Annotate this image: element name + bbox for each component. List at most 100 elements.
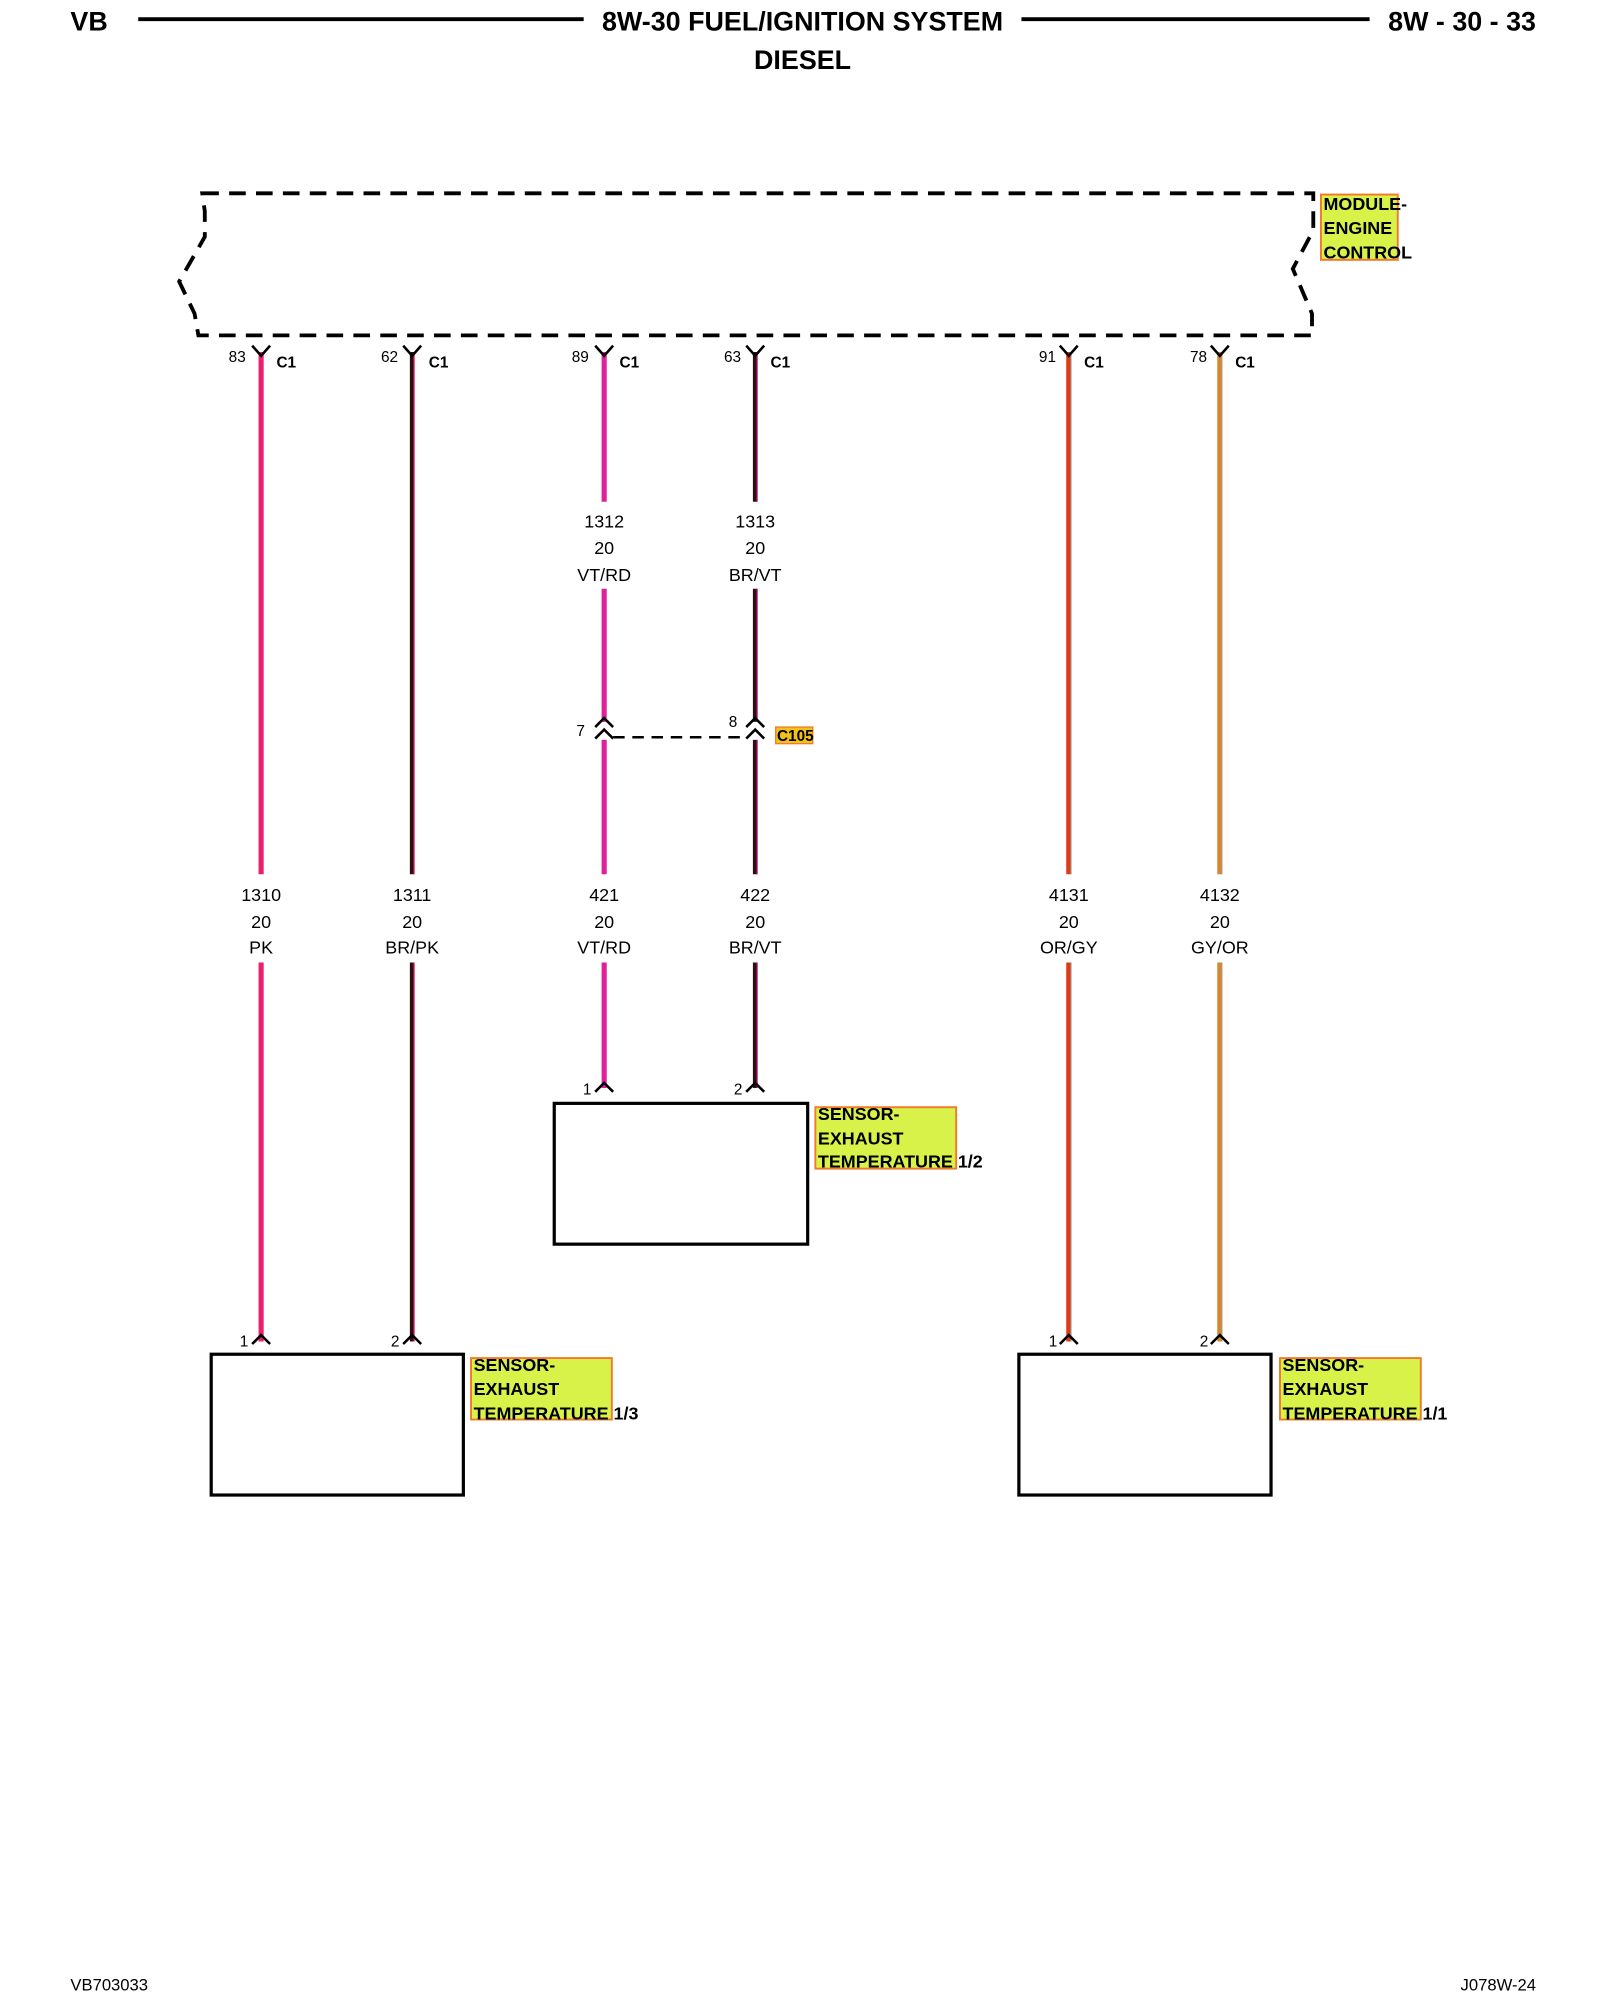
connector-male-icon	[594, 716, 615, 728]
wire-label-1311: 1311 20 BR/PK	[385, 885, 439, 957]
header-subtitle: DIESEL	[754, 45, 851, 75]
module-pin-91: 91 C1	[1039, 344, 1104, 371]
sensor-tag-line-1: SENSOR-	[1283, 1355, 1365, 1375]
wire-label-4132: 4132 20 GY/OR	[1191, 885, 1249, 957]
sensor-exhaust-temperature-1-2: 1 2 SENSOR- EXHAUST TEMPERATURE 1/2	[552, 1081, 983, 1246]
sensor-pin-2: 2	[734, 1081, 743, 1098]
wire-color: OR/GY	[1040, 938, 1098, 958]
wire-gauge: 20	[1210, 912, 1230, 932]
footer-left-code: VB703033	[70, 1975, 148, 1994]
sensor-exhaust-temperature-1-1: 1 2 SENSOR- EXHAUST TEMPERATURE 1/1	[1017, 1333, 1448, 1497]
wire-circuit: 4132	[1200, 885, 1240, 905]
sensor-body	[552, 1101, 810, 1246]
module-tag-line-1: MODULE-	[1324, 194, 1408, 214]
connector-male-icon	[745, 716, 766, 728]
module-pin-number: 78	[1190, 349, 1207, 366]
pin-terminal-icon	[1209, 344, 1230, 358]
c105-tag-box	[775, 726, 814, 745]
module-tag-line-3: CONTROL	[1324, 243, 1413, 263]
wire-circuit: 1313	[735, 511, 775, 531]
module-pin-62: 62 C1	[381, 344, 449, 371]
module-pin-83: 83 C1	[229, 344, 297, 371]
pin-terminal-icon	[745, 1081, 766, 1093]
sensor-body	[209, 1352, 465, 1497]
sensor-tag-line-2: EXHAUST	[1283, 1379, 1369, 1399]
wire-gauge: 20	[594, 912, 614, 932]
sensor-pin-1: 1	[240, 1334, 249, 1351]
pin-terminal-icon	[594, 344, 615, 358]
wire-color: GY/OR	[1191, 938, 1249, 958]
pin-terminal-icon	[1209, 1333, 1230, 1345]
module-pin-63: 63 C1	[724, 344, 791, 371]
module-pin-connector: C1	[620, 354, 640, 371]
module-pin-number: 62	[381, 349, 398, 366]
wire-color: VT/RD	[577, 938, 631, 958]
wire-gauge: 20	[745, 538, 765, 558]
sensor-exhaust-temperature-1-3: 1 2 SENSOR- EXHAUST TEMPERATURE 1/3	[209, 1333, 639, 1497]
sensor-tag-line-2: EXHAUST	[818, 1128, 904, 1148]
wire-gauge: 20	[251, 912, 271, 932]
wire-label-422: 422 20 BR/VT	[729, 885, 782, 957]
wire-label-421: 421 20 VT/RD	[577, 885, 631, 957]
sensor-tag-box	[470, 1357, 613, 1421]
module-pin-number: 91	[1039, 349, 1056, 366]
wire-color: PK	[249, 938, 273, 958]
module-tag-box	[1320, 193, 1399, 261]
wire-gauge: 20	[1059, 912, 1079, 932]
pin-terminal-icon	[1058, 344, 1079, 358]
wire-circuit: 422	[740, 885, 770, 905]
pin-terminal-icon	[594, 1081, 615, 1093]
module-pin-78: 78 C1	[1190, 344, 1255, 371]
module-pin-number: 63	[724, 349, 741, 366]
wire-gauge: 20	[402, 912, 422, 932]
module-tag-line-2: ENGINE	[1324, 218, 1393, 238]
sensor-body	[1017, 1352, 1273, 1497]
wire-circuit: 421	[589, 885, 619, 905]
sensor-tag-line-1: SENSOR-	[474, 1355, 556, 1375]
header-title: 8W-30 FUEL/IGNITION SYSTEM	[602, 7, 1003, 37]
wire-circuit: 4131	[1049, 885, 1089, 905]
pin-terminal-icon	[745, 344, 766, 358]
sensor-tag-line-3: TEMPERATURE 1/2	[818, 1151, 983, 1171]
wire-label-1312: 1312 20 VT/RD	[577, 511, 631, 585]
wire-circuit: 1310	[241, 885, 281, 905]
wire-gauge: 20	[745, 912, 765, 932]
pin-terminal-icon	[251, 344, 272, 358]
wire-color: BR/PK	[385, 938, 439, 958]
c105-tag-label: C105	[777, 728, 814, 745]
wire-color: VT/RD	[577, 565, 631, 585]
module-engine-control-tag: MODULE- ENGINE CONTROL	[1320, 193, 1413, 263]
sensor-tag-line-3: TEMPERATURE 1/1	[1283, 1404, 1448, 1424]
footer-right-code: J078W-24	[1461, 1975, 1536, 1994]
module-pin-89: 89 C1	[572, 344, 640, 371]
sensor-tag-line-1: SENSOR-	[818, 1104, 900, 1124]
module-pin-connector: C1	[1084, 354, 1104, 371]
sensor-pin-2: 2	[1200, 1334, 1209, 1351]
module-pin-connector: C1	[771, 354, 791, 371]
pin-terminal-icon	[402, 344, 423, 358]
sensor-tag-line-2: EXHAUST	[474, 1379, 560, 1399]
connector-female-icon	[745, 727, 766, 740]
sensor-pin-1: 1	[583, 1081, 592, 1098]
pin-terminal-icon	[402, 1333, 423, 1345]
wire-label-4131: 4131 20 OR/GY	[1040, 885, 1098, 957]
sensor-pin-1: 1	[1049, 1334, 1058, 1351]
module-pin-number: 89	[572, 349, 589, 366]
module-pin-connector: C1	[1235, 354, 1255, 371]
engine-control-module-outline	[177, 191, 1316, 338]
pin-terminal-icon	[1058, 1333, 1079, 1345]
wire-label-1310: 1310 20 PK	[241, 885, 281, 957]
wire-label-1313: 1313 20 BR/VT	[729, 511, 782, 585]
inline-connector-c105: 7 8 C105	[576, 714, 814, 745]
header-page-ref: 8W - 30 - 33	[1388, 7, 1536, 37]
wire-circuit: 1312	[584, 511, 624, 531]
c105-pin-7: 7	[576, 723, 585, 740]
module-pin-number: 83	[229, 349, 246, 366]
sensor-tag-line-3: TEMPERATURE 1/3	[474, 1404, 639, 1424]
wire-gauge: 20	[594, 538, 614, 558]
module-pin-connector: C1	[429, 354, 449, 371]
module-pin-connector: C1	[276, 354, 296, 371]
sensor-pin-2: 2	[391, 1334, 400, 1351]
